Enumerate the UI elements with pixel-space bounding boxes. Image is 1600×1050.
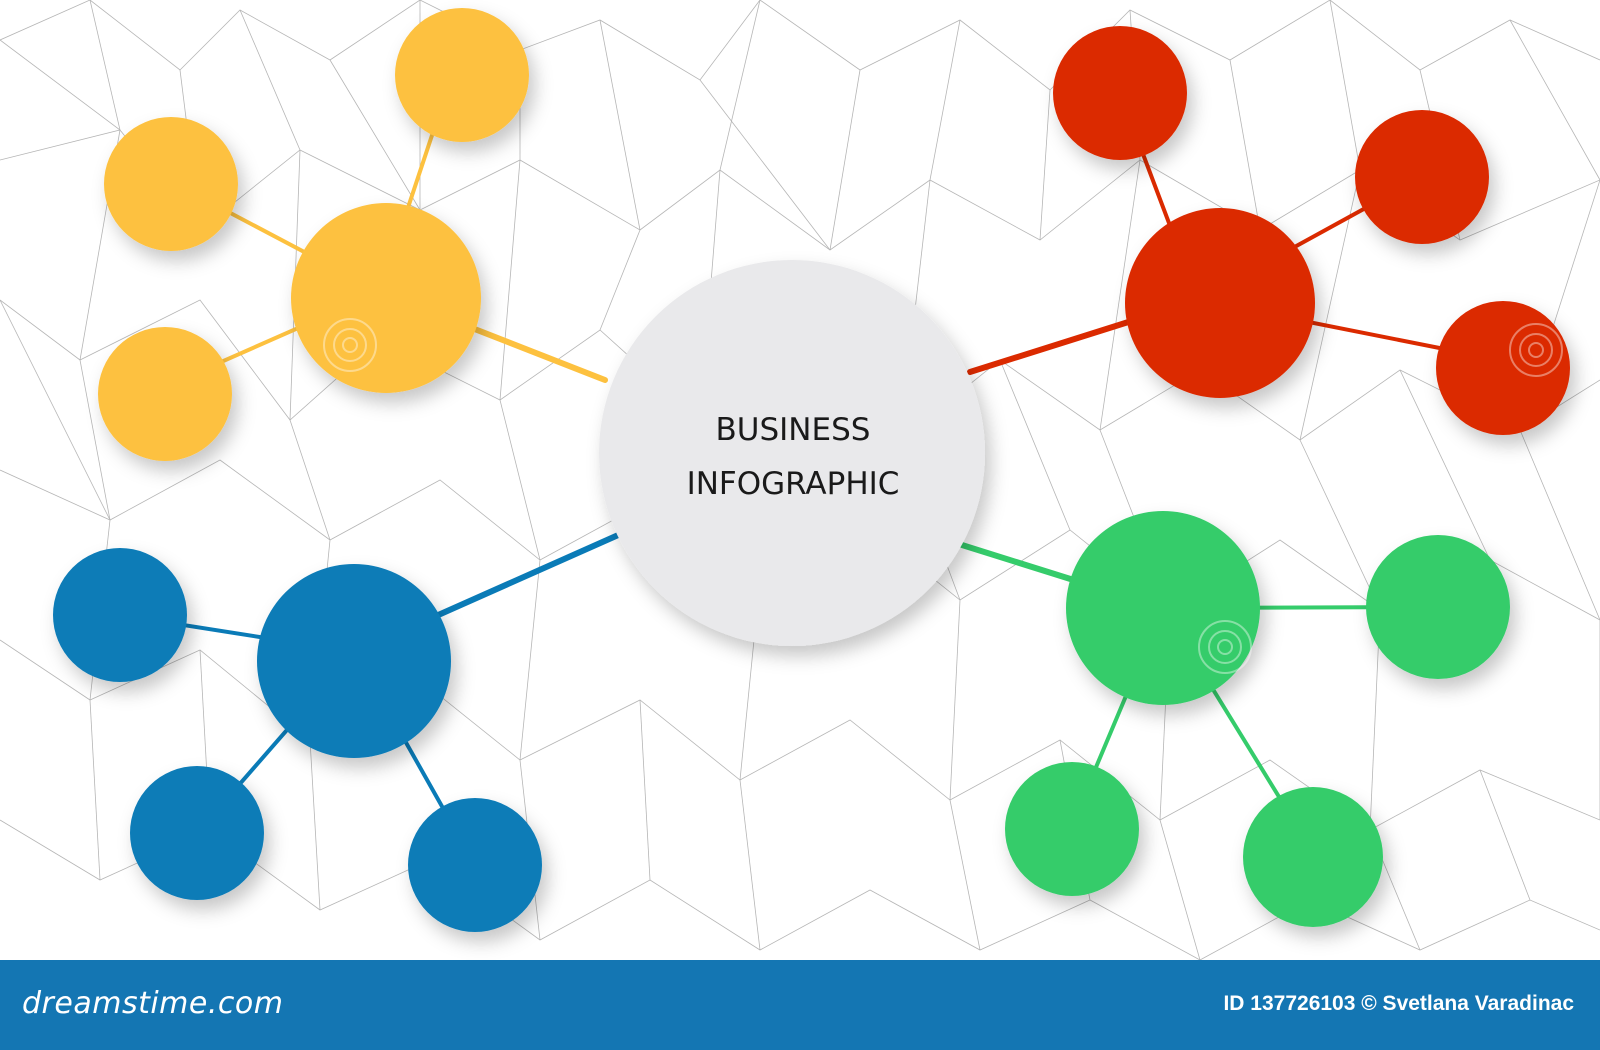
blue-node-3: [408, 798, 542, 932]
yellow-hub-node: [291, 203, 481, 393]
yellow-node-2: [104, 117, 238, 251]
footer-credit: ID 137726103 © Svetlana Varadinac: [1223, 992, 1574, 1015]
red-node-1: [1053, 26, 1187, 160]
red-hub-node: [1125, 208, 1315, 398]
red-node-3: [1436, 301, 1570, 435]
yellow-node-1: [395, 8, 529, 142]
center-node: BUSINESS INFOGRAPHIC: [599, 260, 985, 646]
footer-brand: dreamstime.com: [22, 986, 284, 1021]
center-title-line-2: INFOGRAPHIC: [687, 466, 900, 502]
green-cluster: [1005, 511, 1510, 927]
yellow-cluster: [98, 8, 529, 461]
footer-bar: dreamstime.com ID 137726103 © Svetlana V…: [0, 960, 1600, 1050]
blue-node-1: [53, 548, 187, 682]
red-cluster: [1053, 26, 1570, 435]
blue-hub-node: [257, 564, 451, 758]
blue-cluster: [53, 548, 542, 932]
green-node-1: [1366, 535, 1510, 679]
blue-node-2: [130, 766, 264, 900]
infographic-canvas: BUSINESS INFOGRAPHIC: [0, 0, 1600, 961]
red-node-2: [1355, 110, 1489, 244]
green-hub-node: [1066, 511, 1260, 705]
mind-map-diagram: BUSINESS INFOGRAPHIC: [0, 0, 1600, 961]
center-title-line-1: BUSINESS: [716, 412, 871, 448]
yellow-node-3: [98, 327, 232, 461]
green-node-3: [1243, 787, 1383, 927]
watermark: [323, 318, 1563, 674]
green-node-2: [1005, 762, 1139, 896]
